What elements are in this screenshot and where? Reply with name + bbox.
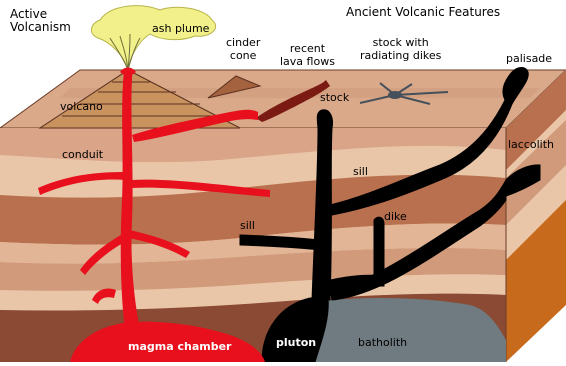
palisade-label: palisade (506, 52, 552, 65)
dike-label: dike (384, 210, 407, 223)
sill-lower-label: sill (240, 219, 255, 232)
ash-plume-label: ash plume (152, 22, 209, 35)
cinder-cone-line2: cone (226, 49, 260, 62)
surface-stock (388, 91, 402, 99)
ancient-features-title: Ancient Volcanic Features (346, 6, 500, 19)
sill-upper-label: sill (353, 165, 368, 178)
stock-label: stock (320, 91, 349, 104)
stock-with-dikes-line1: stock with (360, 36, 441, 49)
volcano-label: volcano (60, 100, 103, 113)
active-volcanism-label: Active Volcanism (10, 8, 71, 34)
active-volcanism-line2: Volcanism (10, 21, 71, 34)
stock-with-dikes-label: stock with radiating dikes (360, 36, 441, 62)
dike-body (374, 217, 384, 284)
pluton-label: pluton (276, 336, 316, 349)
stock-with-dikes-line2: radiating dikes (360, 49, 441, 62)
batholith-label: batholith (358, 336, 407, 349)
magma-chamber-label: magma chamber (128, 340, 231, 353)
cinder-cone-line1: cinder (226, 36, 260, 49)
ash-plume-shape (91, 6, 215, 70)
conduit-label: conduit (62, 148, 103, 161)
recent-lava-flows-line2: lava flows (280, 55, 335, 68)
recent-lava-flows-label: recent lava flows (280, 42, 335, 68)
cinder-cone-label: cinder cone (226, 36, 260, 62)
laccolith-label: laccolith (508, 138, 554, 151)
recent-lava-flows-line1: recent (280, 42, 335, 55)
